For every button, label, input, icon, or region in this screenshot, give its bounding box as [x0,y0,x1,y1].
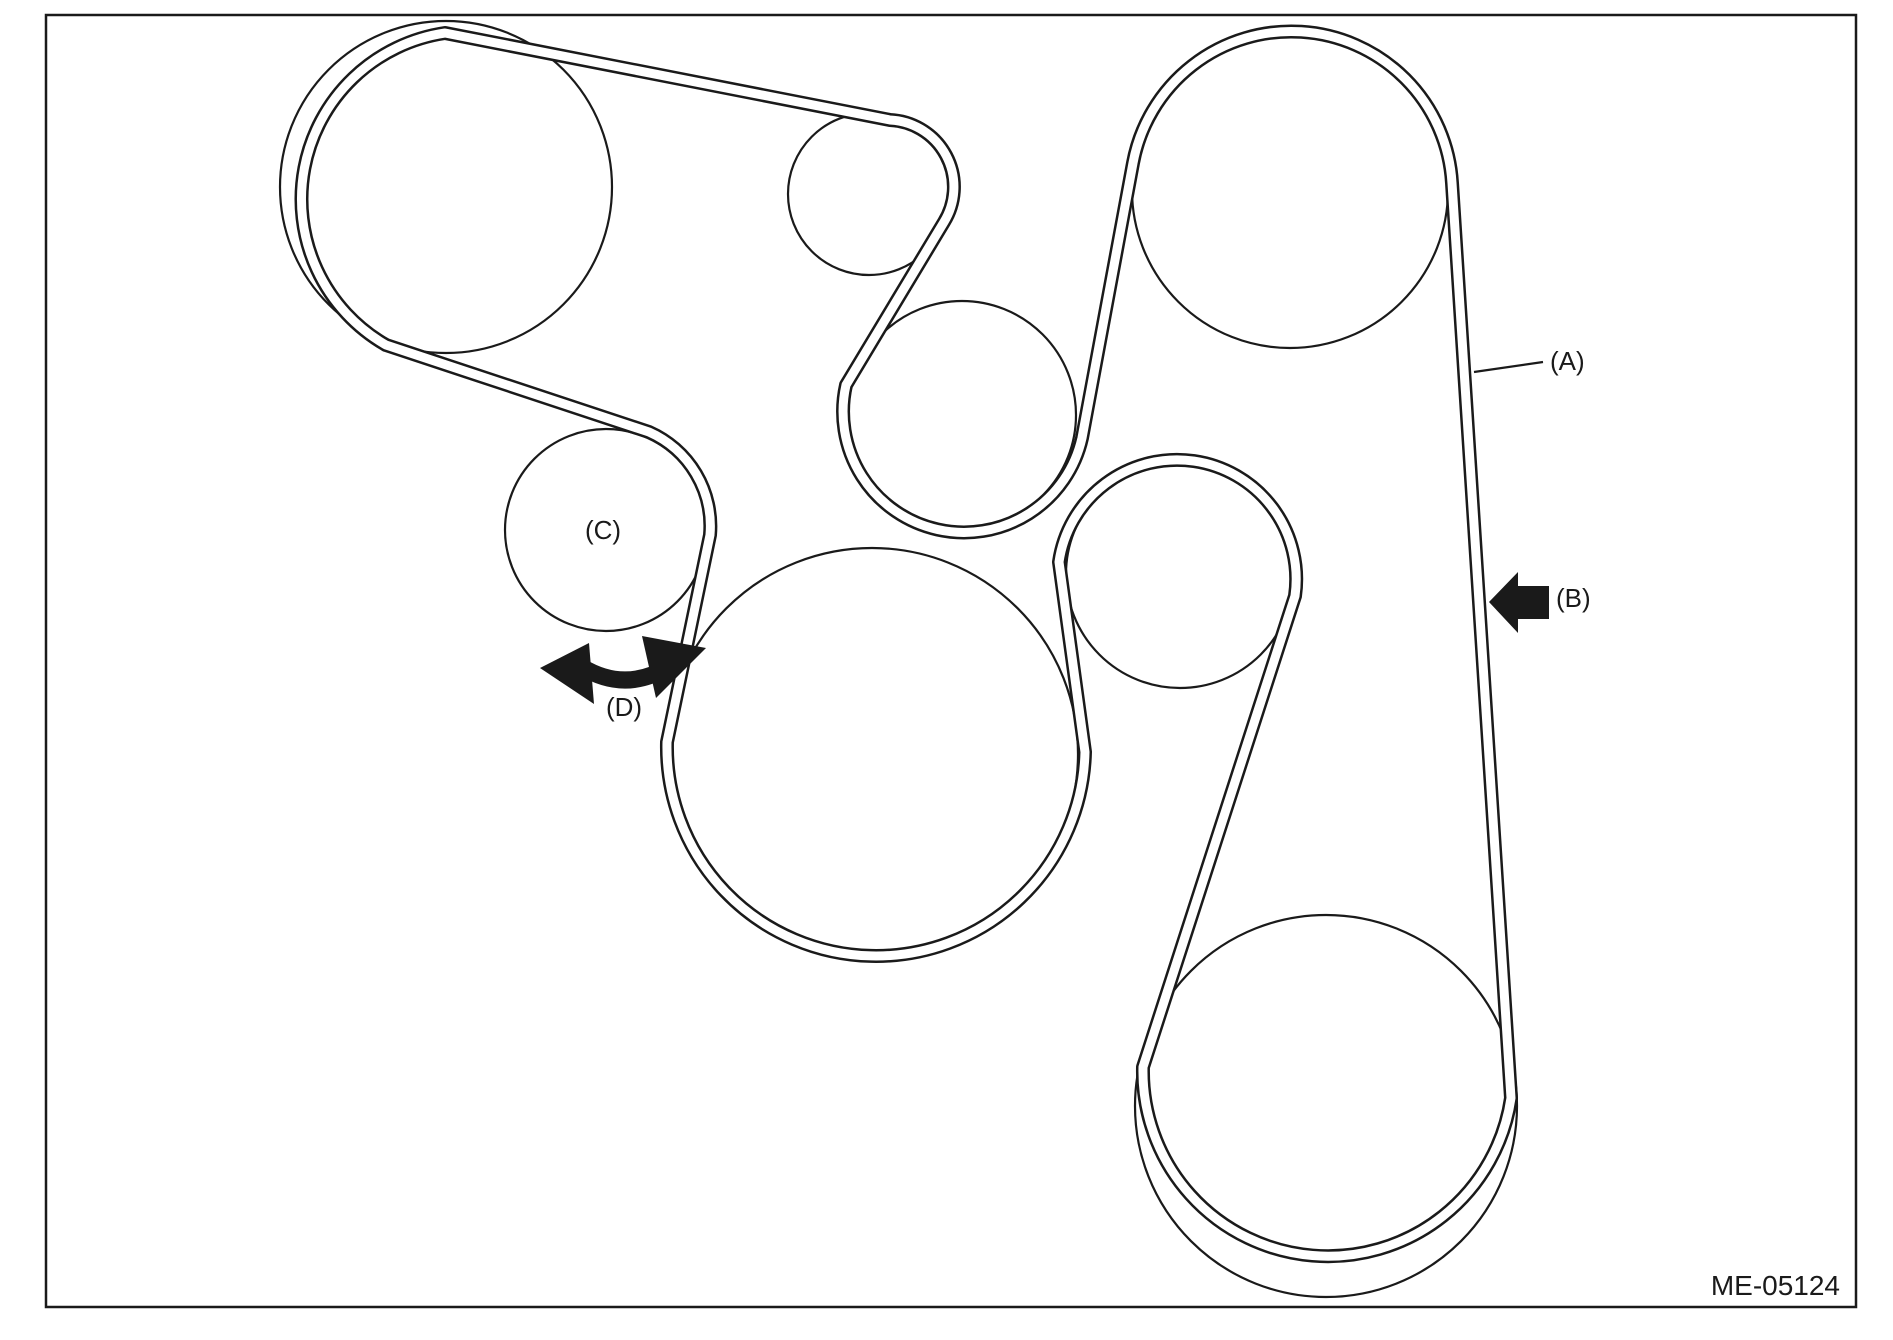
movement-label: (D) [606,692,642,722]
belt-leader-line [1473,360,1544,374]
inspection-point-label: (B) [1556,583,1591,613]
pulley-crankshaft-upper-left [278,19,614,355]
double-headed-curved-arrow-icon [540,636,706,704]
movement-arrow-head-right [642,636,706,698]
belt-label: (A) [1550,346,1585,376]
pulley-lower-right [1133,913,1519,1299]
pulleys [278,19,1519,1299]
arrow-left-icon [1489,572,1549,633]
tensioner-label: (C) [585,515,621,545]
figure-code: ME-05124 [1711,1270,1840,1301]
belt-a [294,24,1518,1264]
belt-inner-groove [297,27,1516,1261]
movement-arrow-head-left [540,643,594,704]
